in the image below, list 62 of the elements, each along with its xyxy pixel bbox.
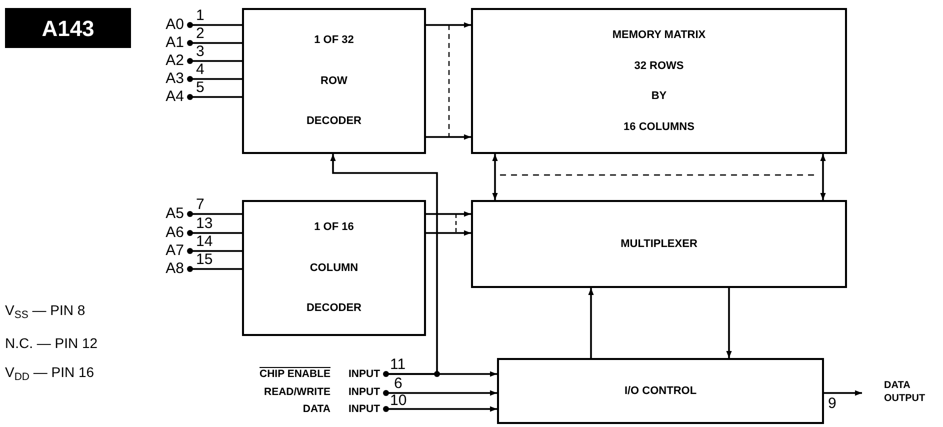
pin-number: 15	[196, 252, 213, 267]
block-label: 1 OF 32	[314, 33, 354, 48]
pin-number: 6	[394, 376, 402, 391]
signal-name: READ/WRITE	[264, 386, 330, 398]
signal-name: CHIP ENABLE	[260, 368, 330, 380]
pin-number: 4	[196, 62, 204, 77]
pin-number: 11	[390, 357, 406, 372]
connector-arrow	[386, 371, 497, 377]
pin-name: A4	[150, 87, 190, 105]
connector-arrow	[386, 390, 497, 396]
pin-name: A0	[150, 15, 190, 33]
block-box	[242, 8, 426, 154]
signal-name: DATA OUTPUT	[862, 380, 938, 408]
block-label: MEMORY MATRIX	[612, 28, 706, 43]
block-label: COLUMN	[310, 260, 358, 276]
pin-number: 13	[196, 216, 213, 231]
connector-arrow	[426, 22, 471, 28]
pin-note: V$_{SS}$ — PIN 8	[5, 301, 86, 321]
connector-arrow	[426, 230, 471, 236]
pin-number: 5	[196, 80, 204, 95]
signal-name: INPUT	[348, 368, 380, 380]
pin-name: A3	[150, 69, 190, 87]
block-label: 32 ROWS	[634, 58, 684, 74]
connector-arrow	[492, 154, 498, 200]
connector-arrow	[426, 211, 471, 217]
signal-name: INPUT	[348, 404, 380, 414]
connector-arrow	[726, 288, 732, 358]
pin-name: A6	[150, 223, 190, 241]
connector-arrow	[820, 154, 826, 200]
pin-name: A1	[150, 33, 190, 51]
pin-number: 3	[196, 44, 204, 59]
signal-name: DATA	[302, 404, 330, 414]
block-label: MULTIPLEXER	[620, 236, 698, 252]
pin-name: A2	[150, 51, 190, 69]
block-box	[497, 358, 824, 424]
pin-name: A8	[150, 259, 190, 277]
block-box	[471, 200, 847, 288]
connector-arrow	[824, 390, 862, 396]
block-box	[471, 8, 847, 154]
pin-note: N.C. — PIN 12	[5, 334, 98, 353]
pin-number: 7	[196, 197, 204, 212]
pin-note: V$_{DD}$ — PIN 16	[5, 363, 94, 383]
pin-number: 2	[196, 26, 204, 41]
connector-arrow	[426, 134, 471, 140]
part-number-box: A143	[5, 8, 131, 48]
pin-name: A7	[150, 241, 190, 259]
pin-number: 14	[196, 234, 213, 249]
pin-name: A5	[150, 204, 190, 222]
pin-number: 9	[828, 396, 836, 411]
signal-name: INPUT	[348, 386, 380, 398]
block-label: 16 COLUMNS	[624, 120, 694, 134]
connector-arrow	[588, 288, 594, 358]
block-box	[242, 200, 426, 336]
block-label: 1 OF 16	[314, 220, 354, 236]
block-label: ROW	[320, 74, 348, 89]
connector-arrow	[386, 406, 497, 412]
block-label: DECODER	[306, 114, 362, 130]
block-label: BY	[651, 89, 667, 104]
block-label: I/O CONTROL	[624, 384, 697, 399]
pin-number: 1	[196, 8, 204, 23]
block-label: DECODER	[306, 301, 362, 316]
pin-number: 10	[390, 393, 407, 408]
